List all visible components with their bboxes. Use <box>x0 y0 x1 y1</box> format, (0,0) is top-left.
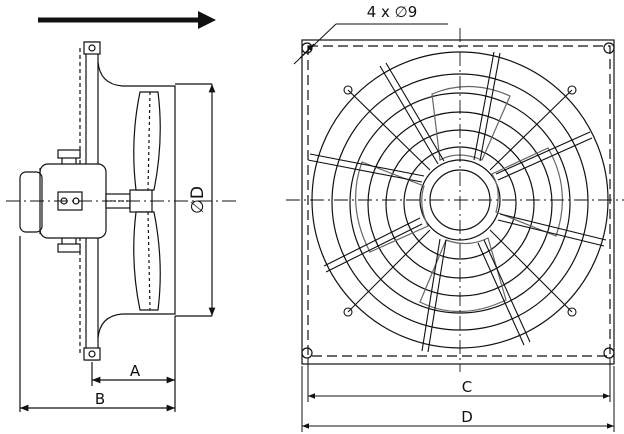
holes-label: 4 x ∅9 <box>367 3 418 21</box>
dimension-a-label: A <box>130 362 141 380</box>
dimension-d <box>301 366 615 432</box>
airflow-arrow-icon <box>38 11 216 29</box>
blade-outline <box>491 147 563 237</box>
front-centre-lines <box>286 28 624 372</box>
side-view <box>6 41 240 412</box>
blade-profile <box>133 211 161 311</box>
hole-pattern-square <box>307 45 611 357</box>
dimension-b-label: B <box>95 390 105 408</box>
mounting-hole <box>603 42 615 54</box>
mounting-hole <box>301 347 313 359</box>
mounting-hole <box>603 347 615 359</box>
holes-callout <box>293 23 448 65</box>
dimension-c-label: C <box>462 378 472 396</box>
dimension-d-label: D <box>461 408 473 426</box>
guard-ring <box>349 92 571 314</box>
blade-outline <box>419 237 507 313</box>
blade-outline <box>355 161 429 253</box>
guard-struts <box>307 51 607 353</box>
diameter-label: ∅D <box>188 186 208 214</box>
plate-bolt <box>83 41 101 55</box>
plate-bolt <box>83 347 101 361</box>
blade-profile <box>133 91 161 191</box>
guard-ring <box>403 146 517 260</box>
dimension-c <box>307 358 611 402</box>
flange-curve <box>97 61 176 339</box>
blade-outline <box>431 85 511 161</box>
motor-end-cap <box>19 171 43 233</box>
